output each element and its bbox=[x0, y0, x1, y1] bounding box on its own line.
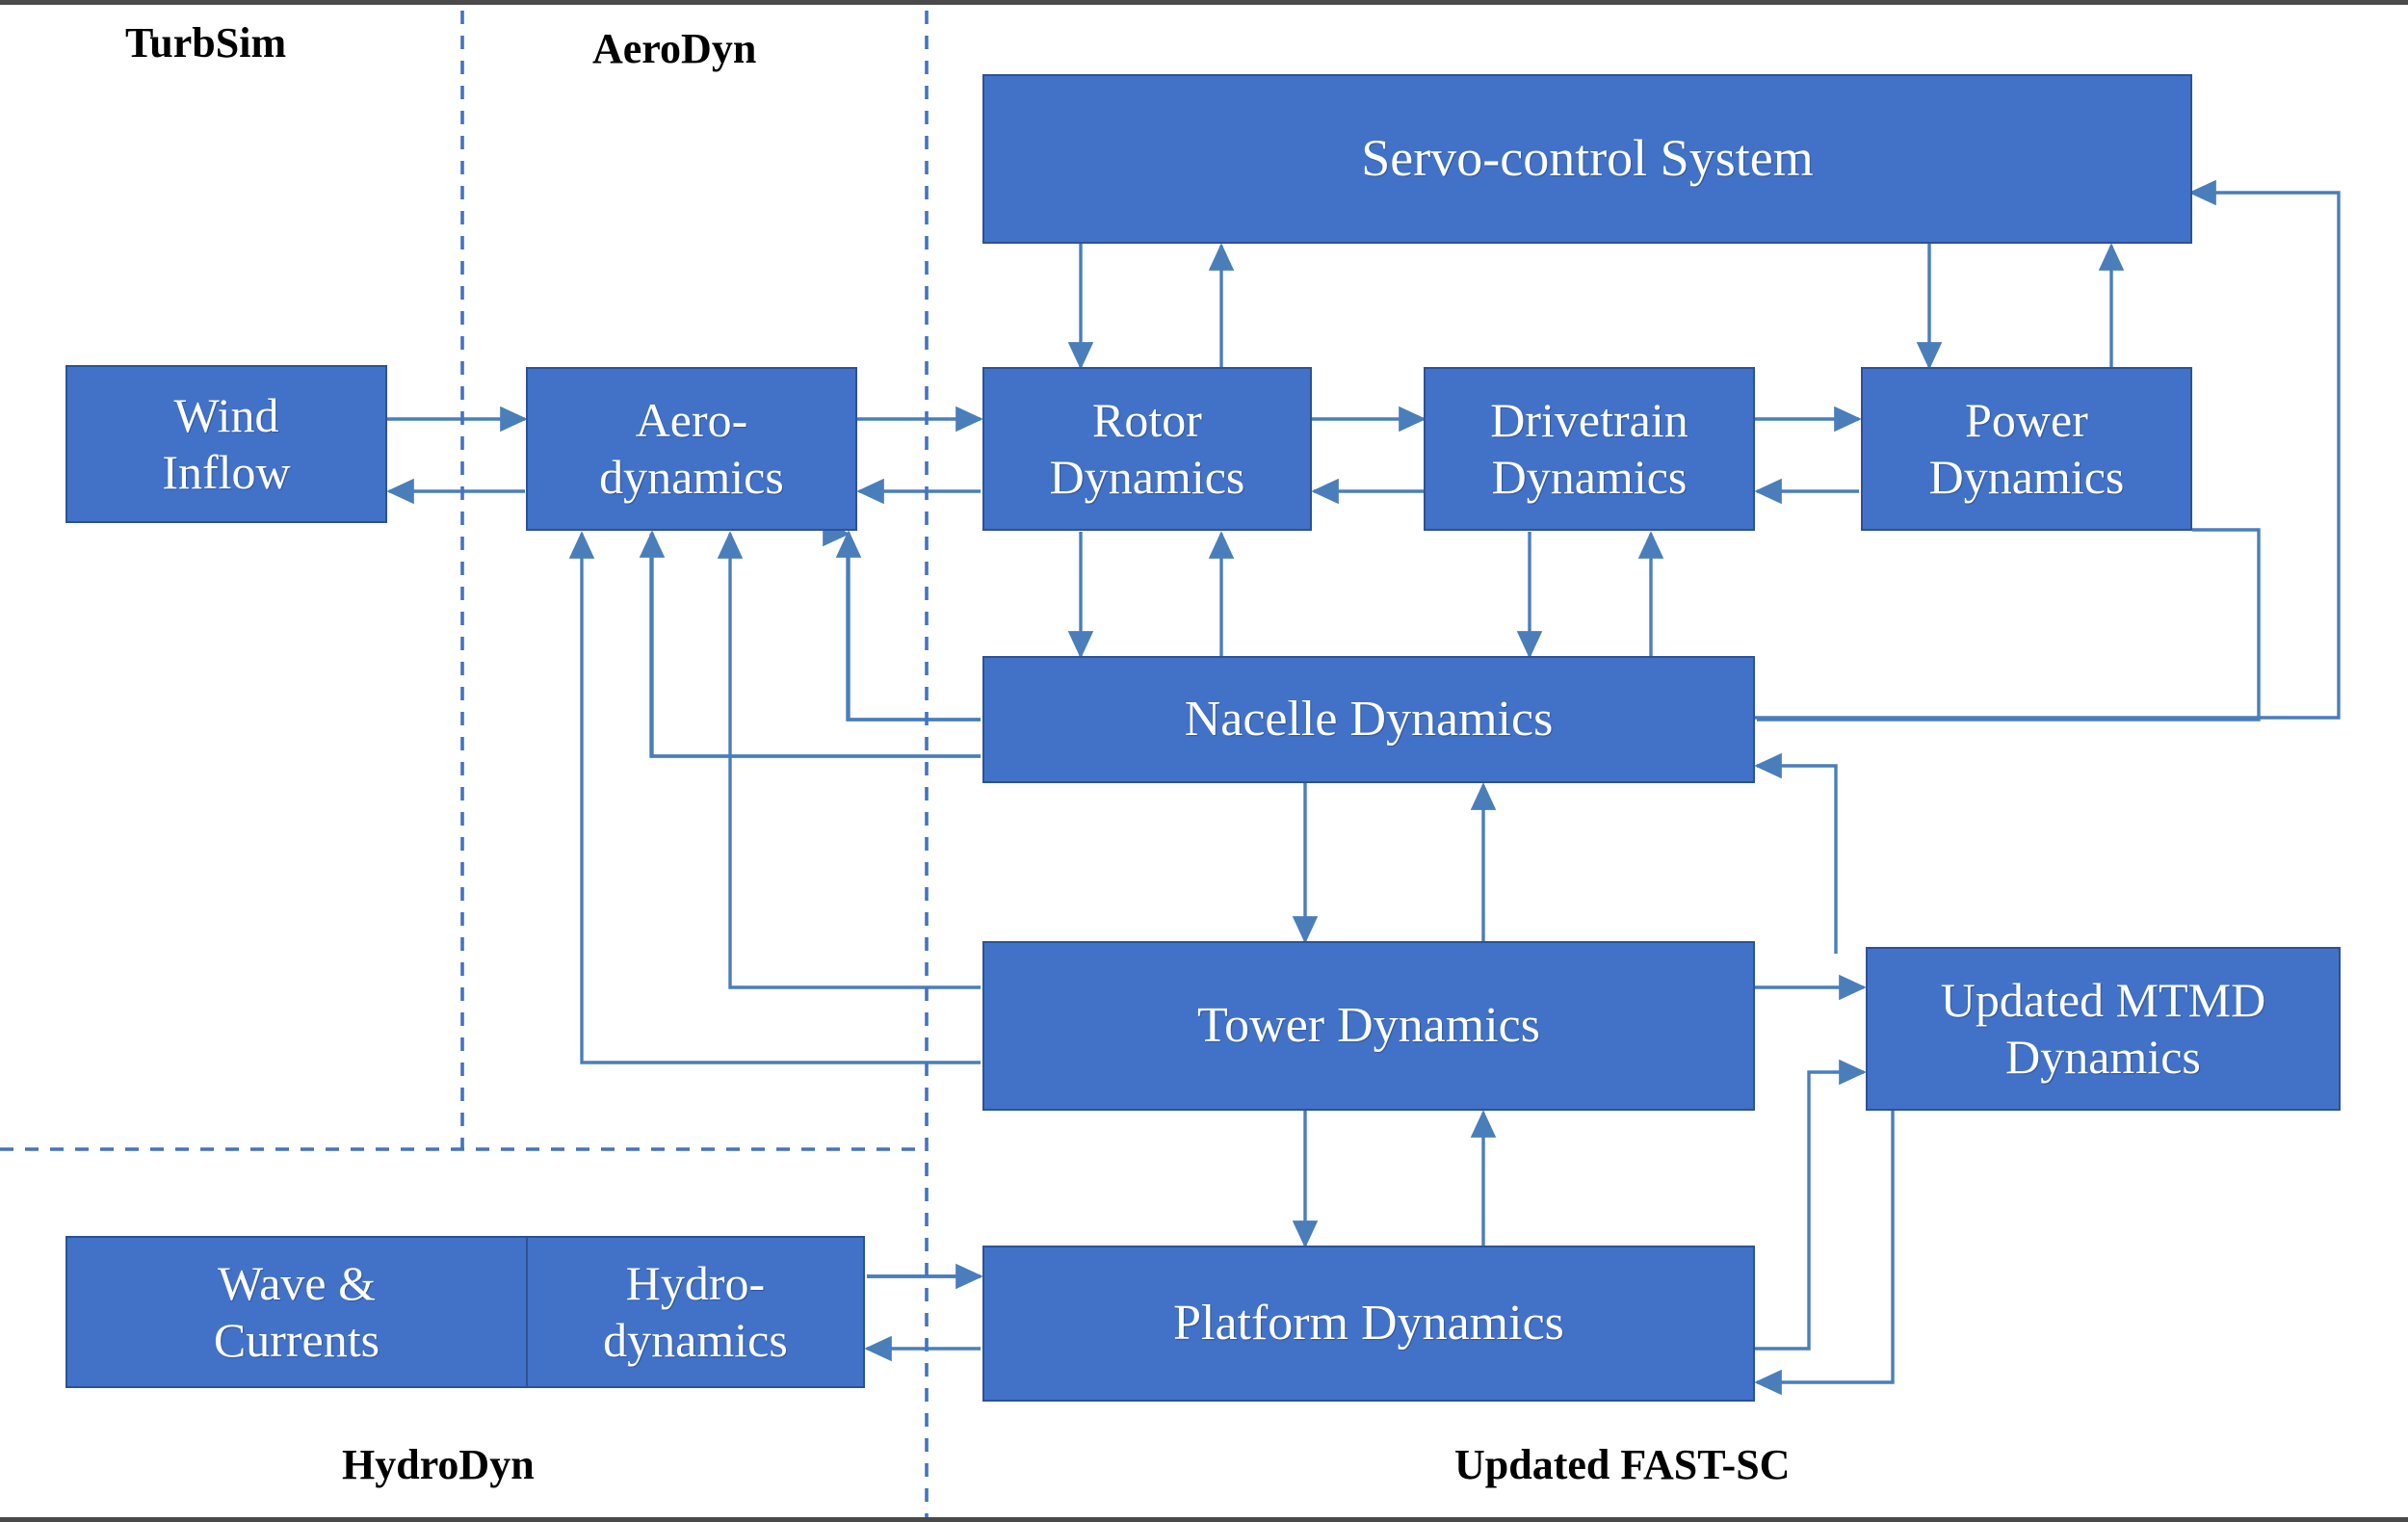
node-power-dynamics-label: Power Dynamics bbox=[1928, 393, 2125, 504]
node-servo-control-system[interactable]: Servo-control System bbox=[982, 74, 2192, 244]
group-label-updated-fast-sc: Updated FAST-SC bbox=[1454, 1441, 1791, 1488]
node-wave-currents[interactable]: Wave & Currents bbox=[65, 1236, 528, 1388]
group-label-turbsim: TurbSim bbox=[125, 19, 287, 66]
node-platform-dynamics-label: Platform Dynamics bbox=[1173, 1296, 1564, 1351]
node-wind-inflow-label: Wind Inflow bbox=[162, 388, 291, 499]
node-wind-inflow[interactable]: Wind Inflow bbox=[65, 365, 387, 523]
node-aerodynamics-label: Aero- dynamics bbox=[599, 393, 784, 504]
connector-layer bbox=[0, 11, 2341, 1517]
node-aerodynamics[interactable]: Aero- dynamics bbox=[526, 367, 857, 531]
node-power-dynamics[interactable]: Power Dynamics bbox=[1861, 367, 2192, 531]
node-nacelle-dynamics-label: Nacelle Dynamics bbox=[1184, 692, 1554, 748]
connector-plain-segments bbox=[650, 544, 981, 1278]
group-divider-lines bbox=[0, 11, 929, 1517]
node-wave-currents-label: Wave & Currents bbox=[213, 1256, 380, 1367]
node-nacelle-dynamics[interactable]: Nacelle Dynamics bbox=[982, 656, 1755, 783]
node-rotor-dynamics[interactable]: Rotor Dynamics bbox=[982, 367, 1312, 531]
node-drivetrain-dynamics-label: Drivetrain Dynamics bbox=[1490, 393, 1688, 504]
connector-arrows-secondary bbox=[639, 530, 862, 558]
node-servo-control-system-label: Servo-control System bbox=[1361, 129, 1814, 188]
node-hydrodynamics[interactable]: Hydro- dynamics bbox=[526, 1236, 865, 1388]
node-hydrodynamics-label: Hydro- dynamics bbox=[603, 1256, 788, 1367]
node-rotor-dynamics-label: Rotor Dynamics bbox=[1049, 393, 1245, 504]
group-label-aerodyn: AeroDyn bbox=[592, 25, 757, 72]
node-tower-dynamics[interactable]: Tower Dynamics bbox=[982, 941, 1755, 1111]
node-updated-mtmd-dynamics-label: Updated MTMD Dynamics bbox=[1940, 973, 2266, 1084]
group-label-hydrodyn: HydroDyn bbox=[342, 1441, 535, 1488]
node-drivetrain-dynamics[interactable]: Drivetrain Dynamics bbox=[1424, 367, 1755, 531]
node-updated-mtmd-dynamics[interactable]: Updated MTMD Dynamics bbox=[1866, 947, 2341, 1111]
node-platform-dynamics[interactable]: Platform Dynamics bbox=[982, 1246, 1755, 1402]
node-tower-dynamics-label: Tower Dynamics bbox=[1197, 998, 1540, 1054]
